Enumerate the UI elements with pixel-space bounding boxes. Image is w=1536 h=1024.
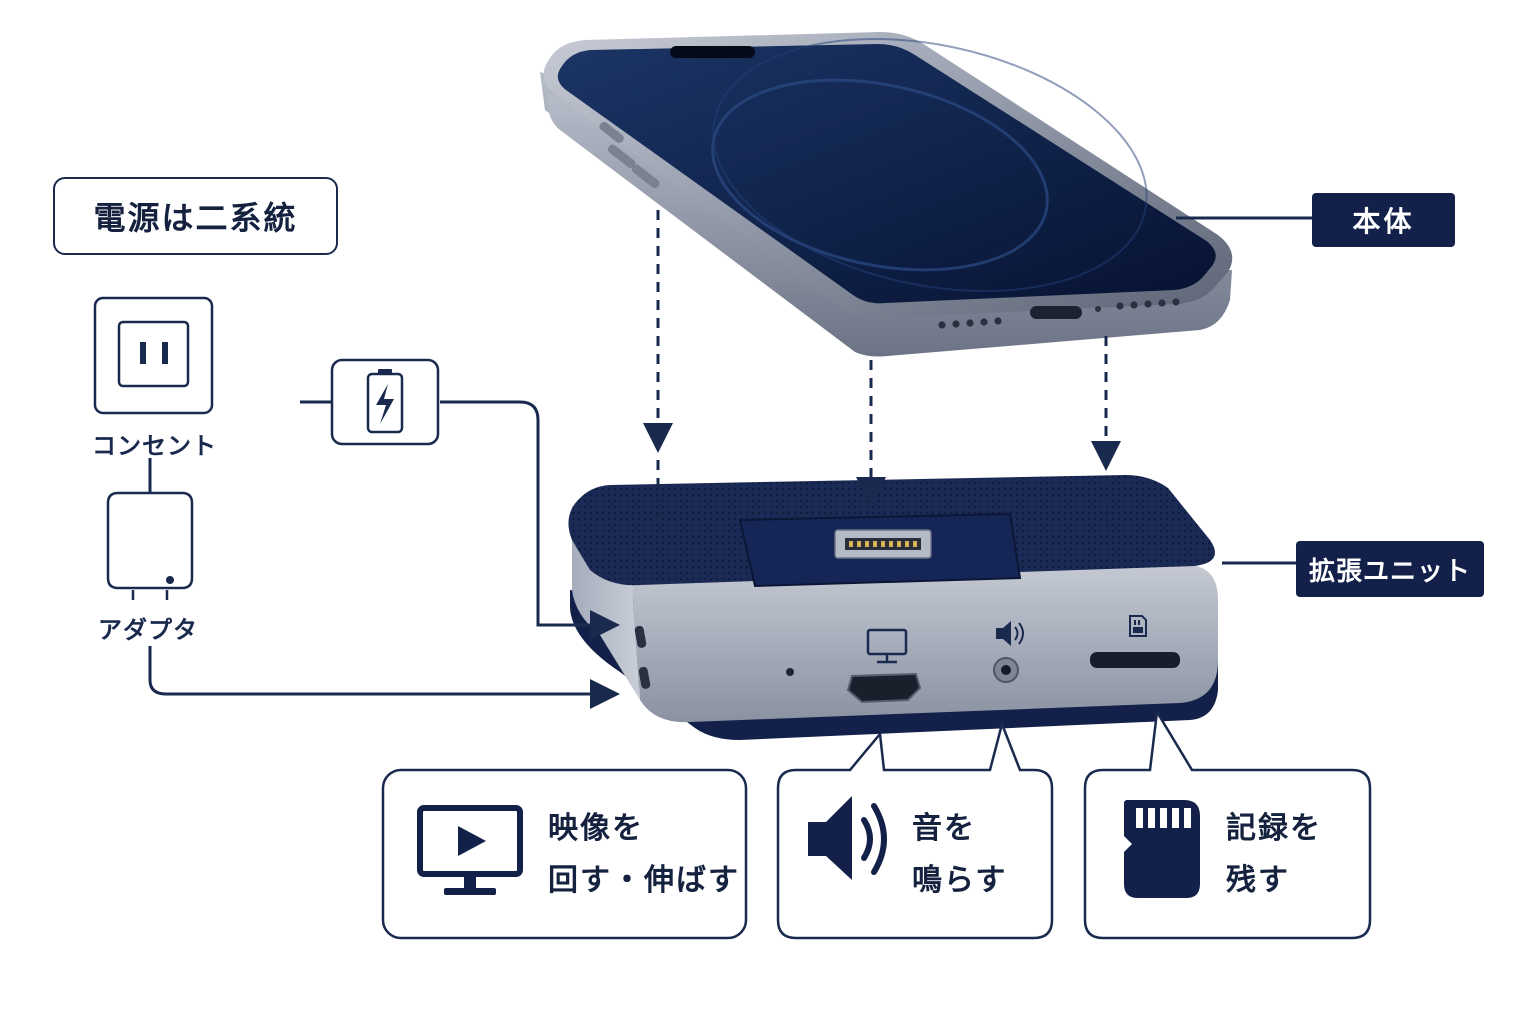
body-label: 本体 xyxy=(1352,205,1415,238)
outlet-label: コンセント xyxy=(92,432,217,460)
callout-storage-text: 記録を 残す xyxy=(1226,803,1322,907)
expansion-unit-label: 拡張ユニット xyxy=(1308,556,1471,587)
battery-charging-icon xyxy=(330,358,440,446)
callout-audio-line2: 鳴らす xyxy=(912,863,1008,898)
display-icon xyxy=(866,628,908,664)
callout-audio-line1: 音を xyxy=(912,811,976,846)
power-outlet-icon xyxy=(93,296,214,415)
callout-storage-line2: 残す xyxy=(1226,863,1290,898)
power-title-box: 電源は二系統 xyxy=(53,177,338,255)
callout-audio-text: 音を 鳴らす xyxy=(912,803,1007,907)
smartphone xyxy=(540,32,1233,357)
speaker-icon xyxy=(808,796,887,880)
expansion-unit-label-box: 拡張ユニット xyxy=(1296,541,1484,597)
callout-video-line2: 回す・伸ばす xyxy=(548,863,740,898)
mount-guide-arrows xyxy=(643,210,1121,530)
audio-icon xyxy=(996,621,1024,646)
power-adapter-icon xyxy=(106,491,194,600)
callout-video-box xyxy=(381,768,748,940)
callout-video-line1: 映像を xyxy=(548,811,644,846)
power-title: 電源は二系統 xyxy=(93,199,298,237)
monitor-play-icon xyxy=(417,805,523,895)
sd-card-icon xyxy=(1129,615,1147,637)
leader-lines xyxy=(148,216,1312,709)
callout-storage-line1: 記録を xyxy=(1226,811,1322,846)
callout-video-text: 映像を 回す・伸ばす xyxy=(548,803,740,907)
body-label-box: 本体 xyxy=(1312,193,1455,247)
callout-audio-box xyxy=(776,719,1054,940)
sd-card-large-icon xyxy=(1124,800,1200,898)
expansion-dock xyxy=(568,475,1218,740)
adapter-label: アダプタ xyxy=(98,616,198,644)
